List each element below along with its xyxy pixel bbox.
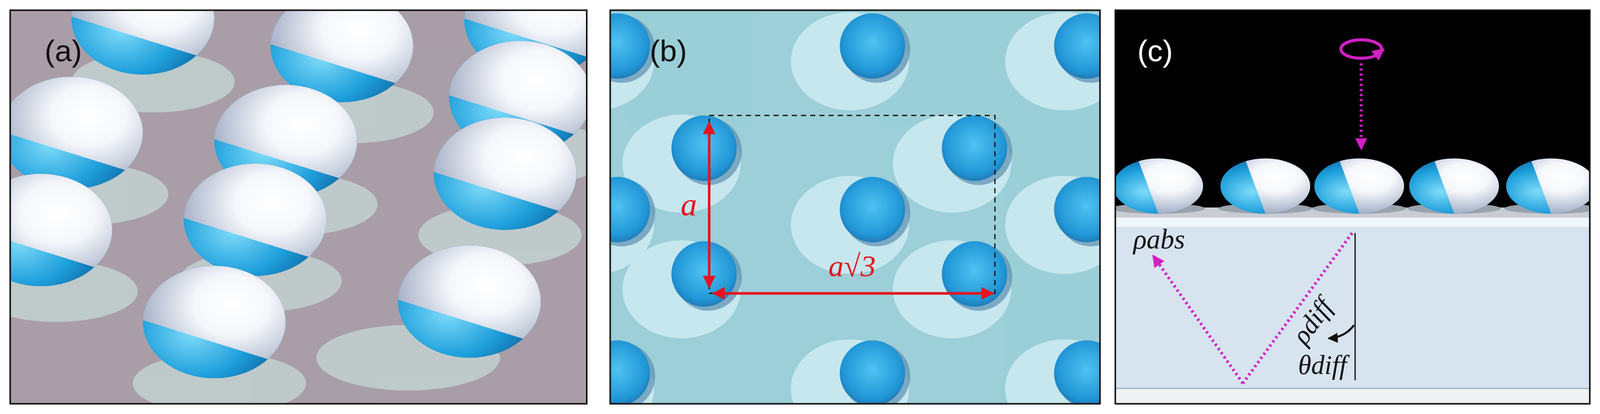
- panel-c-art: [1115, 10, 1590, 404]
- panel-label: (a): [44, 35, 82, 67]
- dimension-label: a√3: [828, 250, 876, 281]
- ray-label: ρabs: [1133, 225, 1186, 253]
- angle-label: θdiff: [1298, 351, 1348, 379]
- panel-label: (c): [1137, 35, 1173, 67]
- panel-b-art: [610, 10, 1100, 404]
- dimension-label: a: [680, 188, 698, 221]
- panel-a-art: [10, 10, 587, 404]
- panel-label: (b): [649, 35, 688, 67]
